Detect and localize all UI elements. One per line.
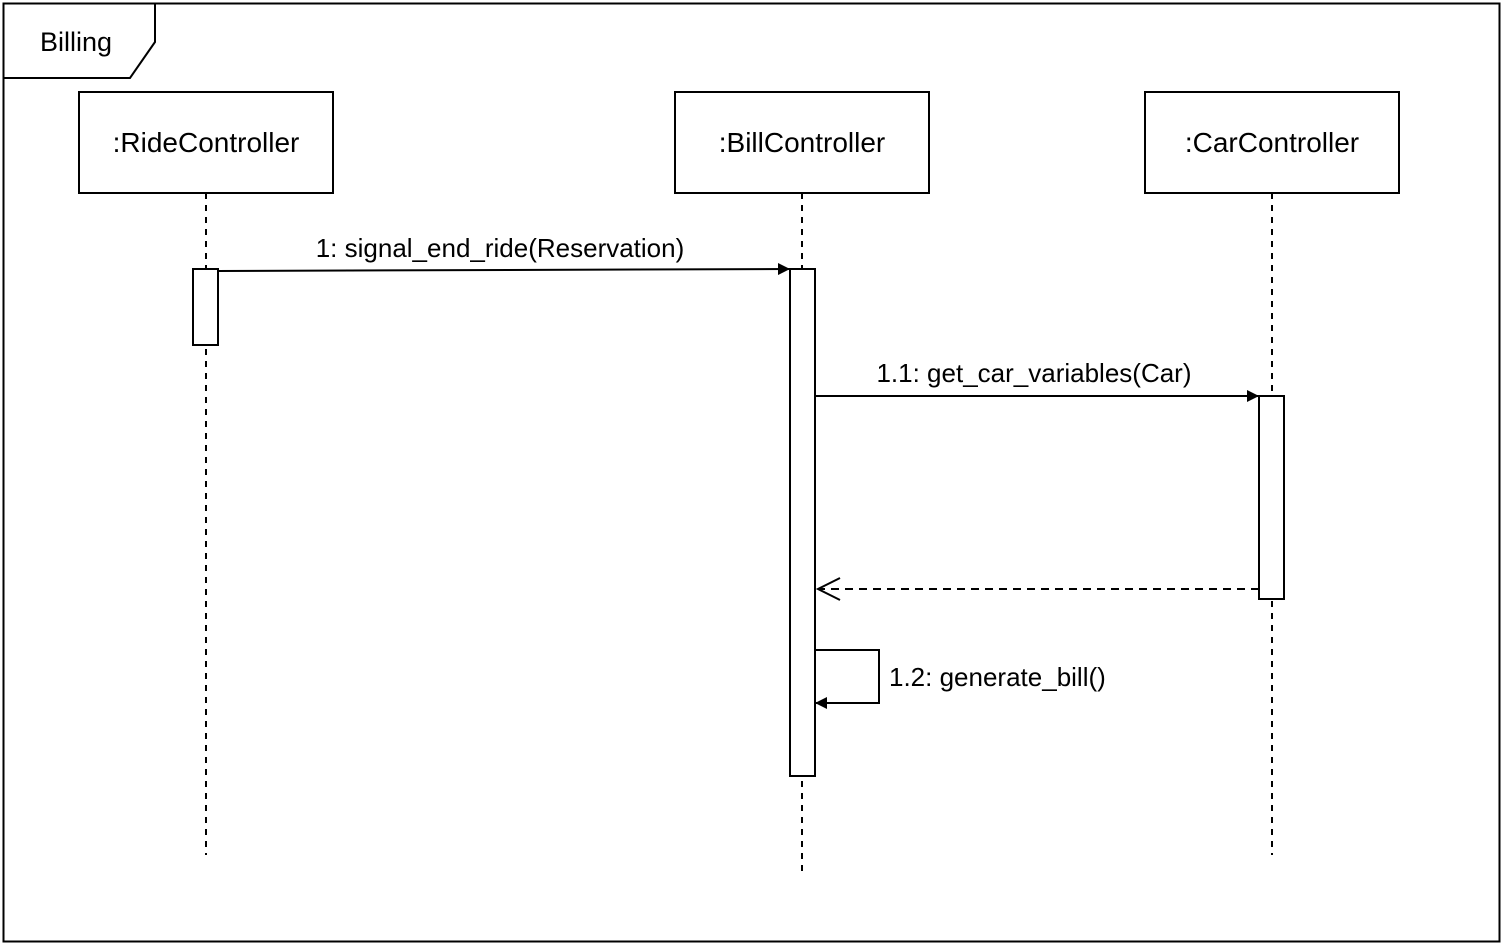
message-arrow-generate-bill[interactable] [815, 649, 880, 709]
message-arrow-signal-end-ride[interactable] [217, 263, 790, 276]
message-signal-end-ride: 1: signal_end_ride(Reservation) [217, 233, 790, 276]
message-get-car-variables: 1.1: get_car_variables(Car) [815, 358, 1259, 402]
lifeline-ride-controller: :RideController [78, 91, 334, 855]
lifeline-label-bill-controller: :BillController [719, 127, 886, 158]
lifeline-head-ride-controller[interactable] [78, 91, 334, 194]
message-return-car-variables [815, 577, 1259, 601]
return-arrowhead-icon [815, 577, 841, 601]
lifeline-label-ride-controller: :RideController [113, 127, 300, 158]
activation-bar-bill-controller [789, 268, 816, 777]
message-label-get-car-variables: 1.1: get_car_variables(Car) [876, 358, 1191, 388]
activation-bar-car-controller [1258, 395, 1285, 600]
lifeline-head-car-controller[interactable] [1144, 91, 1400, 194]
frame-label: Billing [40, 27, 112, 57]
activation-bar-ride-controller [192, 268, 219, 346]
lifeline-bill-controller: :BillController [674, 91, 930, 872]
message-label-generate-bill: 1.2: generate_bill() [889, 662, 1106, 692]
lifeline-car-controller: :CarController [1144, 91, 1400, 855]
lifeline-label-car-controller: :CarController [1185, 127, 1359, 158]
message-generate-bill: 1.2: generate_bill() [815, 649, 1106, 709]
message-label-signal-end-ride: 1: signal_end_ride(Reservation) [316, 233, 685, 263]
frame-label-tab [3, 3, 156, 79]
